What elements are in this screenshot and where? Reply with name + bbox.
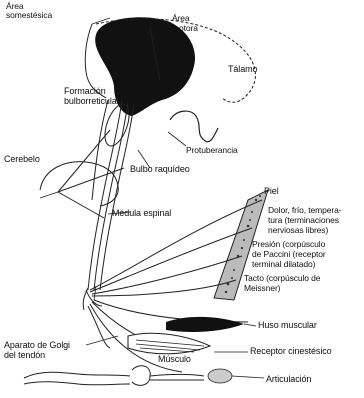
label-articulacion: Articulación: [266, 374, 311, 384]
brainstem-tracts: [88, 100, 134, 290]
label-talamo: Tálamo: [228, 64, 257, 74]
joint-capsule: [208, 369, 232, 383]
label-area-somestesica-2: somestésica: [6, 11, 52, 21]
label-aparato-golgi-1: Aparato de Golgi: [4, 340, 70, 350]
label-medula-espinal: Médula espinal: [112, 208, 171, 218]
label-bulbo-raquideo: Bulbo raquídeo: [130, 164, 190, 174]
muscle-spindle: [166, 317, 244, 332]
pons-outline: [170, 111, 218, 142]
joint-bones: [24, 366, 204, 386]
label-presion-3: terminal dilatado): [252, 260, 315, 270]
joint-pointer: [232, 376, 264, 378]
muscle-shape: [128, 333, 210, 354]
label-huso-muscular: Huso muscular: [258, 320, 317, 330]
label-tacto-2: Meissner): [244, 284, 280, 294]
spindle-pointer: [244, 324, 256, 326]
label-musculo: Músculo: [158, 354, 191, 364]
label-formacion-2: bulborreticular: [64, 96, 120, 106]
label-area-motora-2: motora: [172, 24, 198, 34]
label-dolor-3: nerviosas libres): [268, 226, 328, 236]
label-piel: Piel: [264, 186, 279, 196]
label-aparato-golgi-2: del tendón: [4, 350, 45, 360]
label-protuberancia: Protuberancia: [186, 146, 238, 156]
label-receptor-cinestesico: Receptor cinestésico: [250, 346, 332, 356]
label-cerebelo: Cerebelo: [4, 154, 40, 164]
label-formacion-1: Formación: [64, 86, 106, 96]
